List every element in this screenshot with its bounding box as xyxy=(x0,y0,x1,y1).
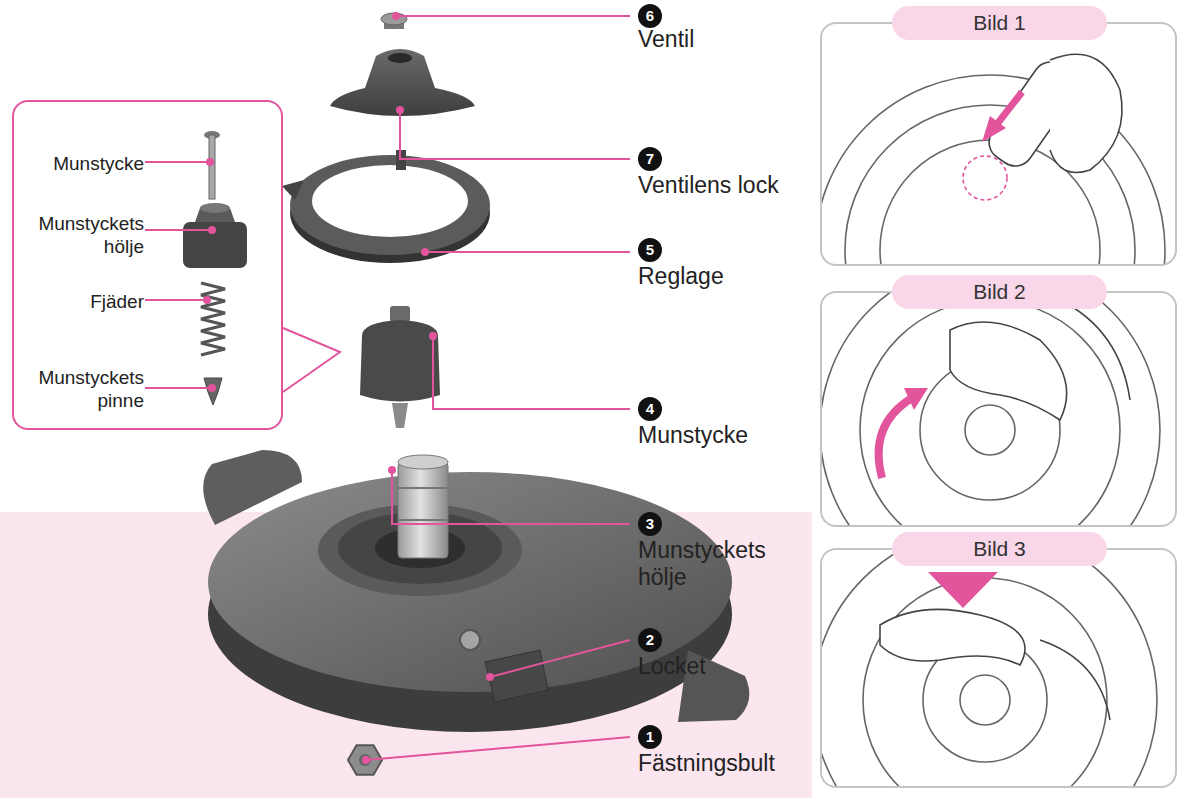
step-panel: Bild 2 xyxy=(820,291,1177,527)
leader-line xyxy=(425,251,630,253)
nozzle-housing xyxy=(398,462,448,558)
leader-line xyxy=(366,737,630,760)
nozzle-body xyxy=(360,320,440,402)
bolt-hole xyxy=(359,754,371,766)
panel-tab: Bild 2 xyxy=(892,275,1107,309)
leader-line xyxy=(433,336,630,409)
arrow-head xyxy=(982,116,1006,142)
leader-line xyxy=(145,229,210,231)
callout-number: 5 xyxy=(638,238,662,262)
control-ring-hole xyxy=(312,165,468,237)
leader-dot xyxy=(203,296,211,304)
lid-outline xyxy=(863,578,1107,787)
panel-tab: Bild 3 xyxy=(892,532,1107,566)
callout-wedge xyxy=(283,328,340,392)
leader-dot xyxy=(362,756,370,764)
step-panel: Bild 1 xyxy=(820,22,1177,266)
callout-number: 4 xyxy=(638,397,662,421)
spring xyxy=(201,283,225,355)
step-panel: Bild 3 xyxy=(820,548,1177,788)
part-name: Munstycke xyxy=(638,422,788,449)
leader-dot xyxy=(396,106,404,114)
hand xyxy=(950,322,1067,420)
part-name: Ventil xyxy=(638,26,788,53)
nozzle-cap xyxy=(390,306,410,322)
lid-outline xyxy=(821,549,1157,787)
nozzle-needle xyxy=(209,135,215,199)
lid-button xyxy=(460,630,480,650)
leader-dot xyxy=(486,673,494,681)
rotation-arrow xyxy=(879,398,912,478)
housing-cap-top xyxy=(200,203,230,213)
part-label: Munstyckets hölje xyxy=(14,212,144,258)
housing-ring xyxy=(398,487,448,489)
part-label: Munstyckets pinne xyxy=(14,366,144,412)
leader-line xyxy=(145,387,210,389)
leader-line xyxy=(145,299,205,301)
part-name: Munstyckets hölje xyxy=(638,537,788,591)
control-ring-tab xyxy=(282,180,304,200)
lid-outline xyxy=(960,675,1010,725)
leader-dot xyxy=(208,384,216,392)
leader-dot xyxy=(392,12,400,20)
lid-outline xyxy=(860,300,1120,526)
part-name: Reglage xyxy=(638,263,788,290)
lid-outline xyxy=(965,405,1015,455)
hand xyxy=(1050,54,1122,172)
valve-cover xyxy=(330,49,475,116)
hand xyxy=(1060,300,1130,400)
detail-inset: MunstyckeMunstyckets höljeFjäderMunstyck… xyxy=(12,100,283,430)
leader-dot xyxy=(429,332,437,340)
part-name: Fästningsbult xyxy=(638,750,788,777)
part-label: Munstycke xyxy=(14,152,144,175)
nozzle-housing-top xyxy=(398,455,448,469)
lid-outline xyxy=(821,292,1160,526)
leader-line xyxy=(392,470,630,524)
nozzle-position xyxy=(963,156,1007,200)
leader-dot xyxy=(206,158,214,166)
nozzle-pin xyxy=(392,403,408,428)
callout-number: 2 xyxy=(638,628,662,652)
press-arrow xyxy=(928,572,998,608)
leader-line xyxy=(145,161,209,163)
callout-number: 1 xyxy=(638,725,662,749)
valve-cover-hole xyxy=(388,53,412,63)
hand xyxy=(1040,640,1110,720)
hand xyxy=(880,609,1025,665)
leader-line xyxy=(400,110,630,159)
panel-tab: Bild 1 xyxy=(892,6,1107,40)
callout-number: 7 xyxy=(638,147,662,171)
part-name: Ventilens lock xyxy=(638,172,788,199)
part-label: Fjäder xyxy=(14,290,144,313)
valve-top xyxy=(381,13,407,25)
leader-dot xyxy=(388,466,396,474)
leader-line xyxy=(490,640,630,677)
callout-number: 3 xyxy=(638,512,662,536)
leader-dot xyxy=(421,248,429,256)
control-ring xyxy=(290,155,490,255)
leader-dot xyxy=(208,226,216,234)
housing-ring xyxy=(398,519,448,521)
housing-body xyxy=(183,222,247,268)
arrow-head xyxy=(904,388,928,410)
nozzle-pin-part xyxy=(204,378,222,405)
callout-number: 6 xyxy=(638,4,662,28)
leader-line xyxy=(396,15,630,17)
part-name: Locket xyxy=(638,653,788,680)
